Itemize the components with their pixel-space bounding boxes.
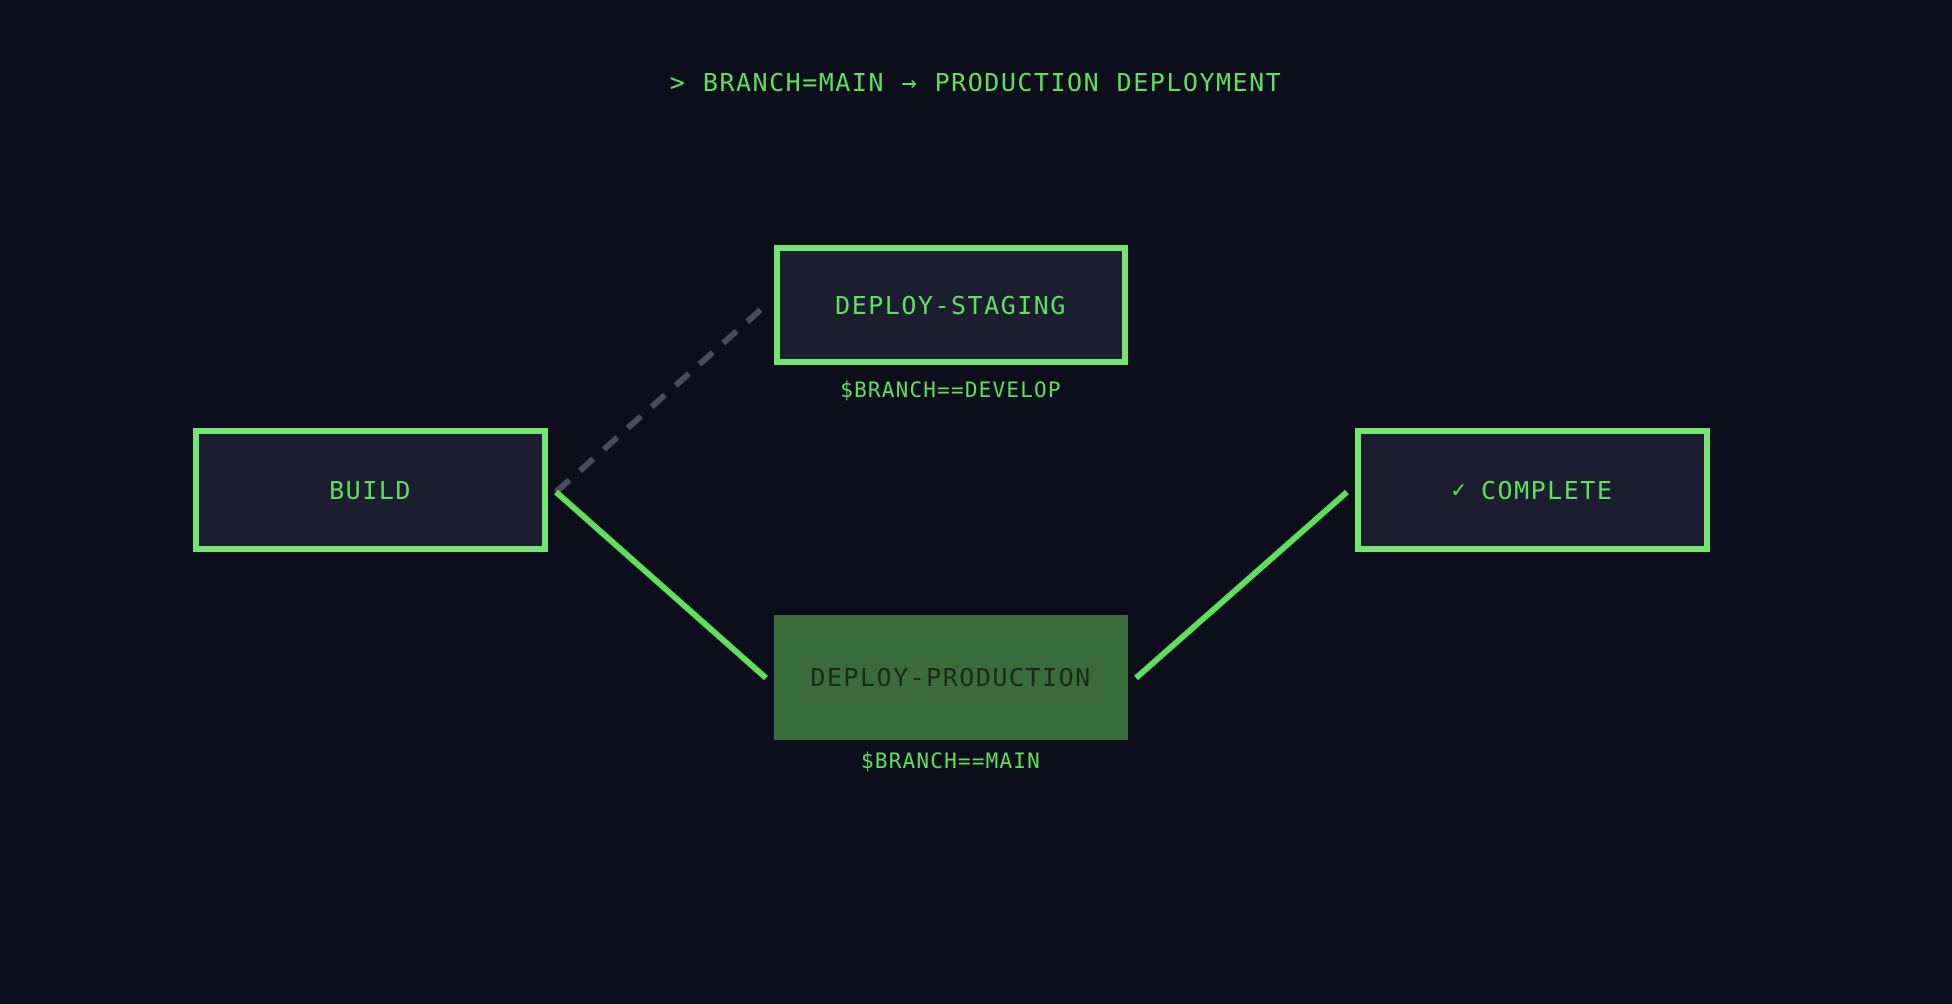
node-deploy-production[interactable]: DEPLOY-PRODUCTION xyxy=(774,615,1128,740)
node-deploy-production-label: DEPLOY-PRODUCTION xyxy=(810,663,1092,692)
page-title: > BRANCH=MAIN → PRODUCTION DEPLOYMENT xyxy=(669,68,1283,97)
node-deploy-staging-label: DEPLOY-STAGING xyxy=(835,290,1067,320)
node-complete[interactable]: ✓ COMPLETE xyxy=(1355,428,1710,552)
checkmark-icon: ✓ xyxy=(1451,477,1467,503)
edge-build-to-production xyxy=(554,489,768,681)
edge-label-branch-develop: $BRANCH==DEVELOP xyxy=(840,378,1062,402)
node-build-label: BUILD xyxy=(329,475,412,505)
edge-label-branch-main: $BRANCH==MAIN xyxy=(861,749,1041,773)
node-deploy-staging[interactable]: DEPLOY-STAGING xyxy=(774,245,1128,365)
edge-production-to-complete xyxy=(1134,489,1349,681)
node-build[interactable]: BUILD xyxy=(193,428,548,552)
node-complete-label: COMPLETE xyxy=(1480,475,1614,505)
